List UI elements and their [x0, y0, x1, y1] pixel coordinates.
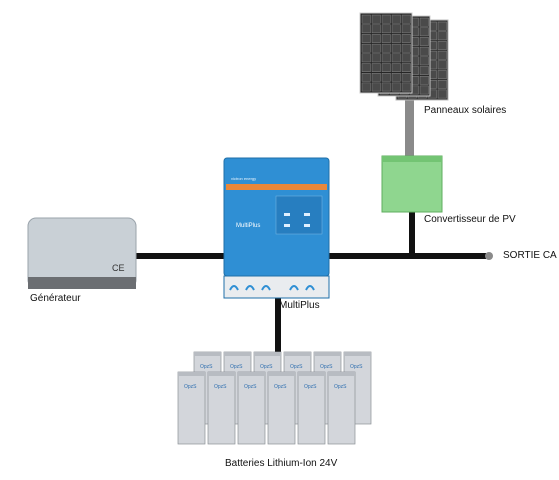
solar-cell — [381, 24, 391, 34]
multiplus-inverter: victron energy MultiPlus — [223, 157, 330, 299]
battery-brand-text: OpzS — [304, 384, 317, 390]
panel-mount-pole — [405, 100, 414, 156]
solar-cell — [361, 63, 371, 72]
multiplus-brand: victron energy — [231, 176, 256, 181]
battery-brand-text: OpzS — [290, 364, 303, 370]
solar-cell — [437, 21, 447, 31]
solar-cell — [419, 76, 429, 85]
solar-cell — [391, 34, 401, 43]
solar-panels-label: Panneaux solaires — [424, 105, 507, 116]
solar-cell — [401, 73, 411, 82]
battery-bank: OpzS OpzS OpzS OpzS OpzS OpzS OpzS OpzS OpzS OpzS… — [177, 351, 372, 445]
solar-cell — [437, 70, 447, 79]
solar-cell — [391, 14, 401, 24]
solar-cell — [381, 14, 391, 24]
wiring — [136, 212, 486, 354]
battery-brand-text: OpzS — [244, 384, 257, 390]
solar-cell — [401, 63, 411, 72]
solar-cell — [419, 27, 429, 37]
battery-unit: OpzS — [237, 371, 266, 445]
solar-cell — [419, 17, 429, 27]
battery-unit: OpzS — [267, 371, 296, 445]
multiplus-model: MultiPlus — [236, 223, 260, 229]
generator-label: Générateur — [30, 293, 81, 304]
solar-cell — [419, 66, 429, 75]
solar-cell — [361, 14, 371, 24]
battery-brand-text: OpzS — [200, 364, 213, 370]
solar-cell — [437, 80, 447, 89]
solar-cell — [371, 24, 381, 34]
solar-cell — [361, 34, 371, 43]
battery-brand-text: OpzS — [184, 384, 197, 390]
pv-converter-label: Convertisseur de PV — [424, 214, 516, 225]
solar-cell — [361, 82, 371, 92]
solar-cell — [391, 63, 401, 72]
solar-cell — [391, 24, 401, 34]
solar-cell — [401, 34, 411, 43]
solar-cell — [419, 56, 429, 66]
solar-cell — [401, 43, 411, 53]
pv-converter — [381, 155, 443, 213]
solar-cell — [361, 73, 371, 82]
solar-cell — [371, 73, 381, 82]
solar-cell — [401, 53, 411, 63]
battery-brand-text: OpzS — [230, 364, 243, 370]
solar-cell — [419, 37, 429, 46]
battery-unit: OpzS — [327, 371, 356, 445]
solar-cell — [371, 14, 381, 24]
solar-cell — [361, 43, 371, 53]
battery-brand-text: OpzS — [214, 384, 227, 390]
solar-cell — [371, 53, 381, 63]
generator: CE — [27, 217, 137, 289]
ac-output-label: SORTIE CA — [503, 250, 557, 261]
generator-ce-mark: CE — [112, 263, 125, 273]
solar-cell — [391, 82, 401, 92]
solar-cell — [391, 73, 401, 82]
solar-cell — [381, 73, 391, 82]
solar-cell — [361, 24, 371, 34]
battery-unit: OpzS — [207, 371, 236, 445]
solar-cell — [371, 43, 381, 53]
batteries-label: Batteries Lithium-Ion 24V — [225, 458, 338, 469]
solar-cell — [371, 63, 381, 72]
ac-output-terminal — [485, 252, 493, 260]
solar-cell — [401, 14, 411, 24]
solar-panels — [359, 12, 449, 101]
solar-cell — [437, 89, 447, 99]
solar-cell — [381, 53, 391, 63]
solar-panel — [359, 12, 413, 94]
solar-cell — [437, 41, 447, 50]
battery-brand-text: OpzS — [274, 384, 287, 390]
solar-cell — [401, 82, 411, 92]
solar-cell — [381, 43, 391, 53]
solar-cell — [437, 31, 447, 41]
battery-brand-text: OpzS — [350, 364, 363, 370]
battery-brand-text: OpzS — [320, 364, 333, 370]
solar-cell — [371, 82, 381, 92]
solar-cell — [371, 34, 381, 43]
solar-cell — [381, 63, 391, 72]
solar-cell — [401, 24, 411, 34]
solar-cell — [391, 53, 401, 63]
battery-unit: OpzS — [177, 371, 206, 445]
solar-cell — [419, 85, 429, 95]
solar-cell — [391, 43, 401, 53]
solar-cell — [419, 46, 429, 56]
solar-cell — [381, 82, 391, 92]
solar-cell — [437, 60, 447, 70]
solar-cell — [381, 34, 391, 43]
multiplus-label: MultiPlus — [279, 300, 320, 311]
solar-cell — [361, 53, 371, 63]
battery-brand-text: OpzS — [334, 384, 347, 390]
battery-brand-text: OpzS — [260, 364, 273, 370]
solar-cell — [437, 50, 447, 60]
battery-unit: OpzS — [297, 371, 326, 445]
